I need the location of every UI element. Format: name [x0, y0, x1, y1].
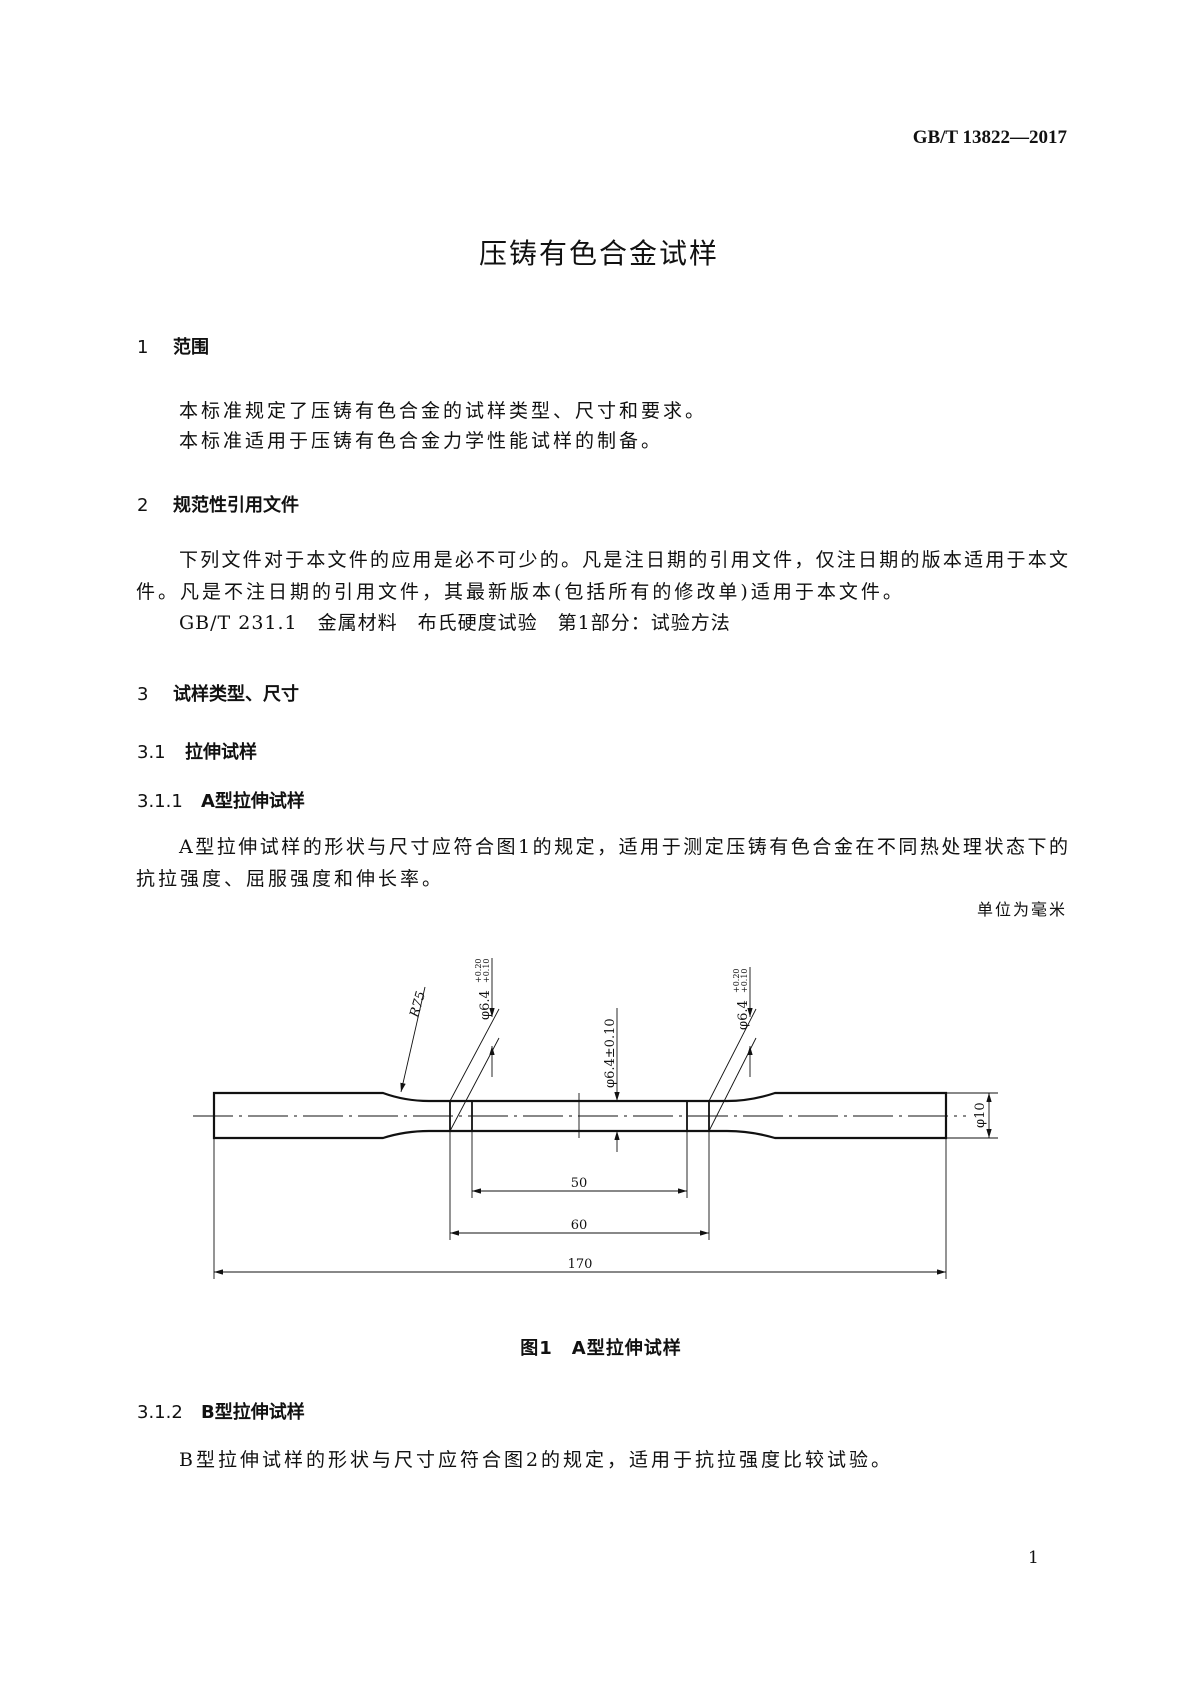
- paragraph-line: 本标准适用于压铸有色合金力学性能试样的制备。: [179, 430, 664, 452]
- label-right-dia: φ6.4: [736, 1000, 751, 1030]
- paragraph-line: B型拉伸试样的形状与尺寸应符合图2的规定，适用于抗拉强度比较试验。: [179, 1449, 894, 1471]
- radius-leader: [400, 986, 426, 1093]
- section-title: 拉伸试样: [185, 742, 257, 763]
- section-3-1-2-heading: 3.1.2 B型拉伸试样: [137, 1398, 305, 1424]
- figure-caption: 图1 A型拉伸试样: [520, 1338, 682, 1359]
- label-50: 50: [571, 1176, 588, 1191]
- label-170: 170: [568, 1257, 593, 1272]
- unit-note: 单位为毫米: [976, 900, 1067, 919]
- label-left-tol-lower: +0.10: [482, 958, 491, 983]
- paragraph-line: 件。凡是不注日期的引用文件，其最新版本(包括所有的修改单)适用于本文件。: [136, 581, 905, 603]
- section-number: 3: [137, 684, 149, 705]
- section-3-heading: 3 试样类型、尺寸: [137, 680, 299, 706]
- paragraph-line: 抗拉强度、屈服强度和伸长率。: [136, 868, 445, 890]
- section-number: 3.1: [137, 742, 166, 763]
- extension-lines: [213, 1092, 998, 1279]
- page-title: 压铸有色合金试样: [478, 237, 719, 270]
- paragraph-line: 下列文件对于本文件的应用是必不可少的。凡是注日期的引用文件，仅注日期的版本适用于…: [179, 549, 1070, 571]
- section-title: 范围: [173, 337, 209, 358]
- section-3-1-heading: 3.1 拉伸试样: [137, 738, 257, 764]
- specimen-outline: [212, 1091, 948, 1140]
- label-left-dia: φ6.4: [478, 990, 493, 1020]
- section-title: B型拉伸试样: [201, 1402, 305, 1423]
- section-number: 3.1.1: [137, 791, 183, 812]
- section-2-heading: 2 规范性引用文件: [137, 491, 299, 517]
- paragraph-line: 本标准规定了压铸有色合金的试样类型、尺寸和要求。: [179, 400, 708, 422]
- section-number: 1: [137, 337, 149, 358]
- section-number: 2: [137, 495, 149, 516]
- normative-reference: GB/T 231.1 金属材料 布氏硬度试验 第1部分：试验方法: [179, 612, 731, 634]
- label-60: 60: [571, 1218, 588, 1233]
- label-center-dia: φ6.4±0.10: [603, 1018, 618, 1088]
- paragraph-line: A型拉伸试样的形状与尺寸应符合图1的规定，适用于测定压铸有色合金在不同热处理状态…: [179, 836, 1070, 858]
- section-number: 3.1.2: [137, 1402, 183, 1423]
- section-3-1-1-heading: 3.1.1 A型拉伸试样: [137, 787, 305, 813]
- page-number: 1: [1028, 1548, 1039, 1568]
- section-title: 试样类型、尺寸: [173, 684, 299, 705]
- section-1-heading: 1 范围: [137, 333, 209, 359]
- label-radius: R75: [407, 990, 429, 1020]
- section-title: 规范性引用文件: [173, 495, 299, 516]
- label-phi10: φ10: [973, 1102, 988, 1128]
- label-right-tol-lower: +0.10: [740, 968, 749, 993]
- standard-number: GB/T 13822—2017: [912, 127, 1067, 148]
- label-right-tol-upper: +0.20: [732, 968, 741, 993]
- label-left-tol-upper: +0.20: [474, 958, 483, 983]
- section-title: A型拉伸试样: [201, 791, 305, 812]
